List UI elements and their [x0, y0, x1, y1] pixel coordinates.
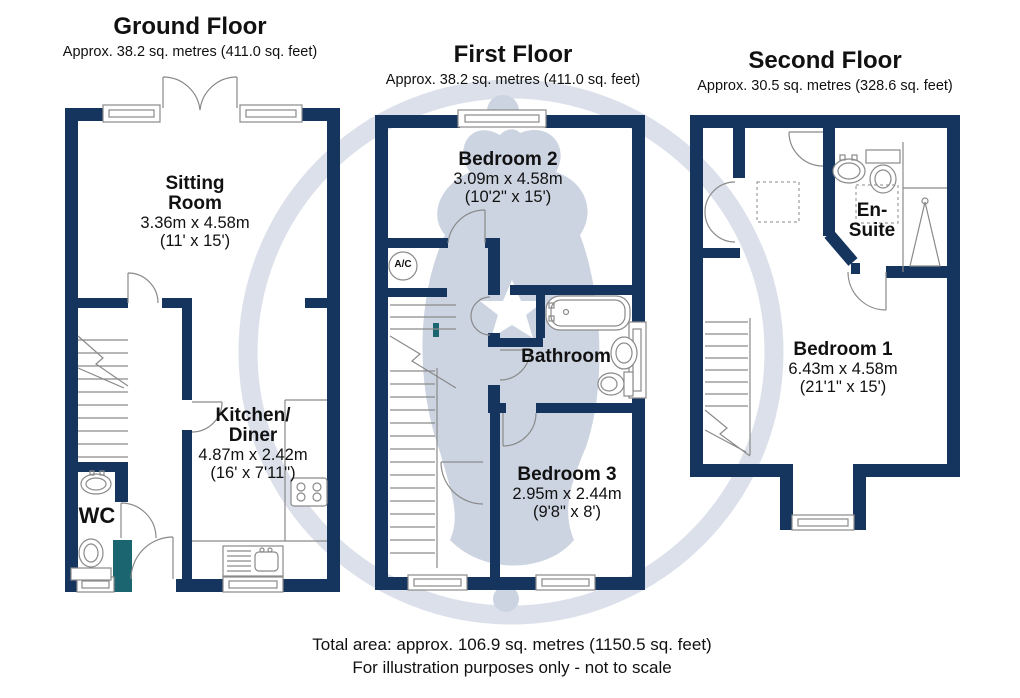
- sitting-room-label: Room: [168, 193, 222, 214]
- ground-floor-area: Approx. 38.2 sq. metres (411.0 sq. feet): [62, 44, 318, 60]
- watermark-figure: [422, 129, 600, 566]
- kitchen-diner-imperial: (16' x 7'11"): [210, 464, 296, 482]
- ensuite-label: Suite: [848, 220, 896, 241]
- airing-cupboard-circle: [388, 251, 418, 281]
- bedroom1-imperial: (21'1" x 15'): [799, 378, 887, 396]
- second-floor-stairs: [704, 318, 751, 457]
- second-floor-doors: [704, 131, 887, 311]
- second-floor-title: Second Floor: [748, 47, 902, 74]
- wc-basin: [80, 473, 112, 495]
- second-floor-plan: [690, 115, 960, 531]
- first-floor-plan: [375, 109, 647, 591]
- ground-floor-doors: [120, 76, 238, 580]
- hob: [290, 477, 328, 507]
- total-area-text: Total area: approx. 106.9 sq. metres (11…: [312, 635, 712, 654]
- bath: [545, 295, 631, 331]
- bedroom3-imperial: (9'8" x 8'): [532, 503, 602, 521]
- airing-cupboard-label: A/C: [394, 259, 412, 270]
- second-floor-area: Approx. 30.5 sq. metres (328.6 sq. feet): [697, 78, 953, 94]
- ground-floor-plan: [65, 76, 340, 593]
- bedroom3-label: Bedroom 3: [517, 464, 617, 485]
- bathroom-label: Bathroom: [521, 346, 611, 367]
- ground-floor-title: Ground Floor: [113, 13, 267, 40]
- first-floor-stairs: [389, 304, 457, 568]
- ensuite-fixtures: [832, 142, 947, 272]
- accent-wall: [113, 540, 132, 592]
- watermark-star: [480, 280, 544, 338]
- second-floor-walls: [690, 115, 960, 530]
- bathroom-fixtures: [545, 295, 638, 397]
- shower: [902, 142, 947, 272]
- second-floor-windows: [791, 514, 855, 531]
- wc-label: WC: [78, 503, 116, 528]
- accent-wall: [433, 323, 439, 337]
- ground-floor-walls: [65, 108, 340, 592]
- sitting-room-label: Sitting: [165, 173, 225, 194]
- ensuite-toilet: [869, 164, 897, 194]
- bedroom2-imperial: (10'2" x 15'): [464, 188, 552, 206]
- wc-toilet: [78, 538, 104, 568]
- disclaimer-text: For illustration purposes only - not to …: [352, 658, 672, 677]
- ensuite-label: En-: [856, 200, 888, 221]
- bathroom-toilet: [597, 372, 625, 396]
- first-floor-area: Approx. 38.2 sq. metres (411.0 sq. feet): [385, 72, 641, 88]
- loft-hatch: [756, 181, 800, 223]
- kitchen-diner-label: Kitchen/: [215, 405, 291, 426]
- sitting-room-metric: 3.36m x 4.58m: [140, 214, 250, 232]
- kitchen-diner-metric: 4.87m x 2.42m: [198, 446, 308, 464]
- wc-fixtures: [70, 470, 112, 581]
- bedroom2-label: Bedroom 2: [458, 149, 558, 170]
- kitchen-diner-label: Diner: [228, 425, 278, 446]
- bedroom3-metric: 2.95m x 2.44m: [512, 485, 622, 503]
- bedroom2-metric: 3.09m x 4.58m: [453, 170, 563, 188]
- sitting-room-imperial: (11' x 15'): [159, 232, 231, 250]
- bedroom1-label: Bedroom 1: [793, 339, 893, 360]
- first-floor-walls: [375, 115, 645, 590]
- bathroom-basin: [610, 336, 638, 370]
- ground-floor-windows: [76, 104, 303, 593]
- watermark-logo: [238, 79, 784, 625]
- kitchen-fixtures: [192, 399, 328, 577]
- ground-floor-stairs: [77, 335, 129, 458]
- first-floor-doors: [440, 209, 537, 505]
- bedroom1-metric: 6.43m x 4.58m: [788, 360, 898, 378]
- first-floor-title: First Floor: [453, 41, 573, 68]
